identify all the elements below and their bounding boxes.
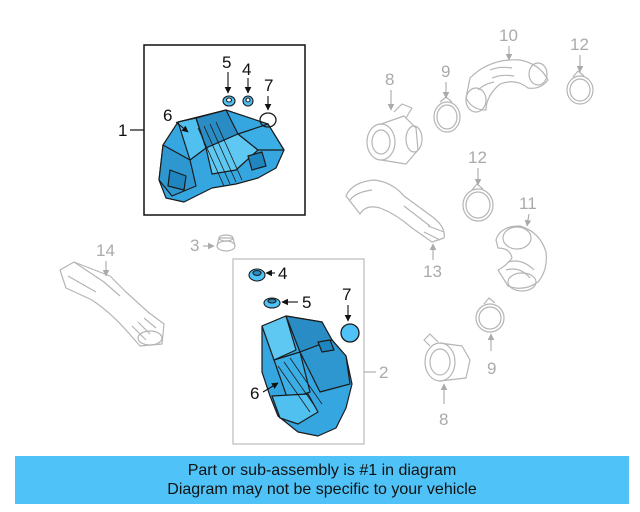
callout-14: 14 (96, 241, 115, 260)
grommet-3[interactable] (216, 234, 236, 252)
seal-ring-7-box1[interactable] (259, 112, 277, 128)
parts-diagram: 1 5 4 7 6 2 (59, 26, 594, 445)
seal-ring-7-box2[interactable] (340, 323, 360, 343)
grommet-5-box1[interactable] (222, 95, 236, 107)
hose-clamp-9-bottom[interactable] (475, 297, 505, 333)
callout-9-bottom: 9 (487, 359, 496, 378)
callout-12-mid: 12 (468, 148, 487, 167)
callout-6-box2: 6 (250, 384, 259, 403)
callout-6-box1: 6 (163, 106, 172, 125)
mass-airflow-sensor-8-top[interactable] (366, 103, 423, 165)
callout-5-box2: 5 (302, 293, 311, 312)
callout-13: 13 (423, 262, 442, 281)
intake-hose-10[interactable] (465, 59, 549, 113)
intake-hose-11[interactable] (495, 225, 547, 292)
callout-7-box2: 7 (342, 285, 351, 304)
hose-clamp-12-top[interactable] (566, 70, 594, 105)
callout-4-box1: 4 (242, 60, 251, 79)
callout-8-bottom: 8 (439, 410, 448, 429)
mass-airflow-sensor-8-bottom[interactable] (423, 333, 471, 382)
callout-11: 11 (519, 194, 537, 213)
info-banner: Part or sub-assembly is #1 in diagram Di… (15, 456, 629, 504)
air-duct-14[interactable] (59, 261, 165, 347)
callout-3: 3 (190, 236, 199, 255)
hose-clamp-9-top[interactable] (433, 96, 461, 133)
air-duct-13[interactable] (345, 179, 445, 243)
hose-clamp-12-mid[interactable] (462, 183, 494, 222)
grommet-4-box1[interactable] (242, 95, 254, 107)
callout-5-box1: 5 (222, 53, 231, 72)
air-cleaner-housing-2[interactable] (261, 315, 353, 437)
air-cleaner-housing-1[interactable] (158, 109, 285, 203)
banner-line-1: Part or sub-assembly is #1 in diagram (187, 462, 457, 479)
callout-4-box2: 4 (278, 264, 287, 283)
callout-2: 2 (379, 363, 388, 382)
callout-12-top: 12 (570, 35, 589, 54)
callout-1: 1 (118, 121, 127, 140)
grommet-4-box2[interactable] (248, 268, 266, 282)
callout-10: 10 (499, 26, 518, 45)
callout-8-top: 8 (385, 70, 394, 89)
grommet-5-box2[interactable] (263, 297, 281, 309)
callout-7-box1: 7 (264, 76, 273, 95)
banner-line-2: Diagram may not be specific to your vehi… (167, 481, 477, 498)
callout-9-top: 9 (441, 62, 450, 81)
assembly-box-2 (232, 258, 365, 445)
